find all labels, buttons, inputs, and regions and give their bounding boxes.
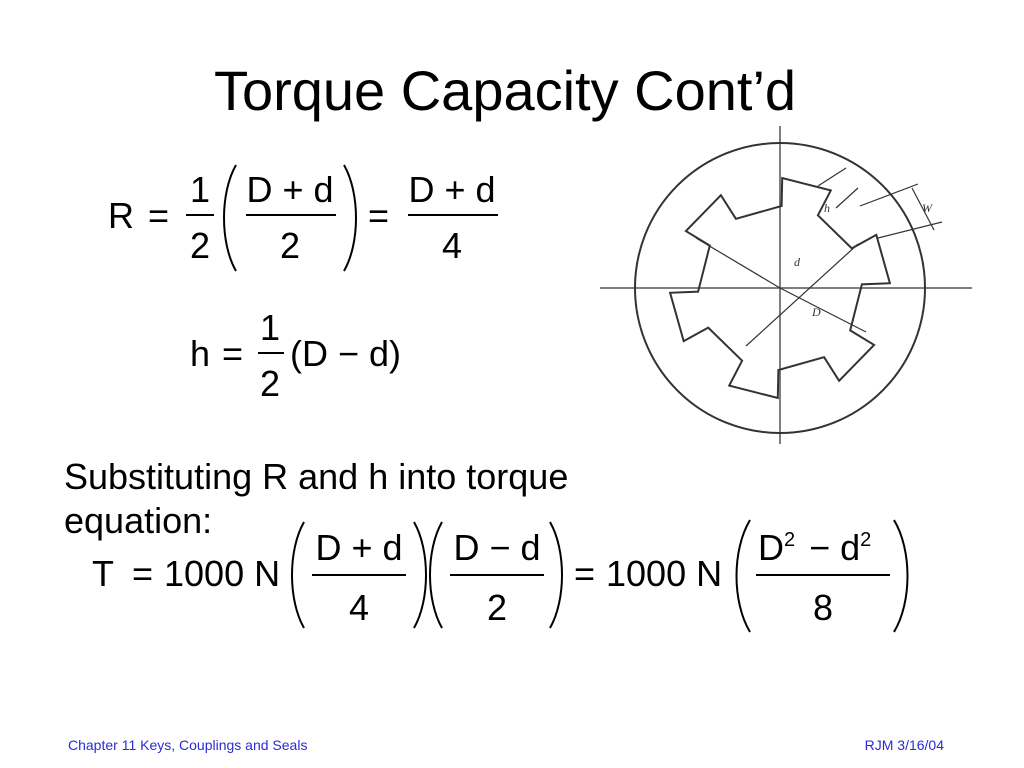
- eq-r-paren-left: [223, 164, 237, 272]
- eq-r-frac3-num: D + d: [408, 169, 496, 210]
- eq-t-frac3-exp-a: 2: [784, 529, 796, 551]
- eq-h-equals: =: [222, 333, 244, 374]
- slide-title: Torque Capacity Cont’d: [213, 59, 797, 122]
- eq-t-frac2-num: D − d: [453, 527, 541, 568]
- eq-h-frac-bar: [258, 352, 284, 354]
- diagram-leader-h-2: [835, 187, 859, 209]
- spline-shaft-diagram: h W d D: [600, 126, 972, 444]
- diagram-label-w: W: [922, 201, 933, 215]
- diagram-dimension-w: [911, 187, 935, 231]
- eq-r-equals-2: =: [368, 195, 390, 236]
- eq-t-equals-2: =: [574, 553, 596, 594]
- body-text: Substituting R and h into torque equatio…: [64, 456, 569, 541]
- eq-r-frac2-num: D + d: [246, 169, 334, 210]
- diagram-outer-circle: [634, 142, 926, 434]
- eq-r-lhs: R: [108, 195, 134, 236]
- eq-t-frac2-den: 2: [486, 587, 508, 628]
- diagram-label-h: h: [824, 201, 830, 215]
- eq-t-frac1-bar: [312, 574, 406, 576]
- eq-t-paren-1-right: [413, 521, 427, 629]
- diagram-spline-profile: [668, 176, 892, 400]
- eq-r-frac2-den: 2: [279, 225, 301, 266]
- eq-t-frac1-den: 4: [348, 587, 370, 628]
- eq-t-paren-2-left: [429, 521, 443, 629]
- footer-left: Chapter 11 Keys, Couplings and Seals: [68, 737, 308, 753]
- diagram-dimension-D: [745, 243, 859, 347]
- footer-right: RJM 3/16/04: [864, 737, 944, 753]
- eq-r-equals-1: =: [148, 195, 170, 236]
- eq-t-paren-3-right: [893, 519, 909, 633]
- diagram-label-D: D: [811, 305, 821, 319]
- eq-t-lhs: T: [92, 553, 114, 594]
- diagram-dimension-d: [695, 237, 781, 289]
- eq-h-frac-den: 2: [259, 363, 281, 404]
- eq-t-coef-1: 1000 N: [164, 553, 281, 594]
- eq-r-frac3-den: 4: [441, 225, 463, 266]
- eq-r-frac1-bar: [186, 214, 214, 216]
- eq-r-frac1-den: 2: [189, 225, 211, 266]
- eq-h-lhs: h: [190, 333, 211, 374]
- eq-t-frac3-den: 8: [812, 587, 834, 628]
- eq-r-frac3-bar: [408, 214, 498, 216]
- eq-t-frac2-bar: [450, 574, 544, 576]
- eq-t-paren-3-left: [735, 519, 751, 633]
- diagram-leader-h-1: [817, 167, 847, 187]
- eq-r-frac1-num: 1: [189, 169, 211, 210]
- eq-t-frac1-num: D + d: [315, 527, 403, 568]
- diagram-dimension-D-lower: [779, 287, 867, 333]
- eq-t-paren-2-right: [549, 521, 563, 629]
- eq-h-frac-num: 1: [259, 307, 281, 348]
- eq-h-rhs: (D − d): [290, 333, 402, 374]
- eq-t-paren-1-left: [291, 521, 305, 629]
- eq-t-frac3-num-minus-d: − d: [809, 527, 861, 568]
- eq-t-frac3-bar: [756, 574, 890, 576]
- eq-t-equals-1: =: [132, 553, 154, 594]
- eq-r-frac2-bar: [246, 214, 336, 216]
- diagram-label-d: d: [794, 255, 801, 269]
- eq-t-coef-2: 1000 N: [606, 553, 723, 594]
- eq-r-paren-right: [343, 164, 357, 272]
- diagram-leader-w-1: [859, 183, 919, 207]
- eq-t-frac3-exp-b: 2: [860, 529, 872, 551]
- eq-t-frac3-num-d: D: [758, 527, 784, 568]
